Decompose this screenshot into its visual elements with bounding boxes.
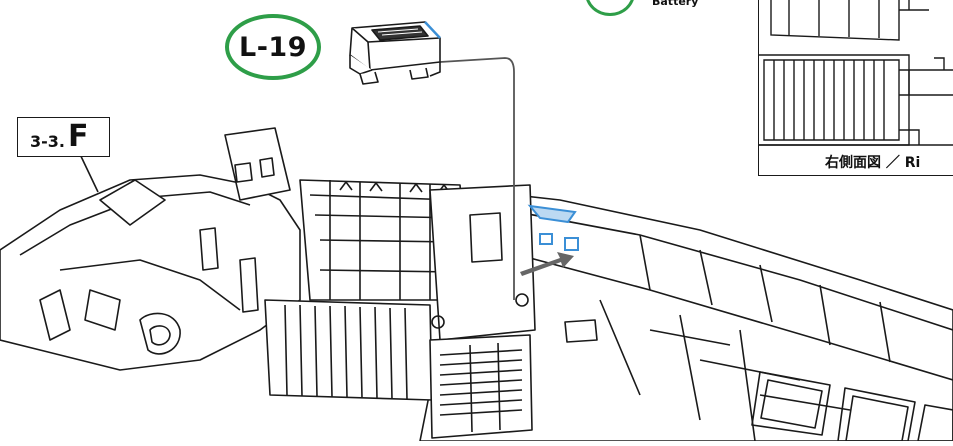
battery-label: Battery <box>652 0 699 8</box>
inset-drawing <box>759 0 953 146</box>
chassis-outline <box>0 127 953 442</box>
section-reference-box: 3-3. F <box>17 117 110 157</box>
right-side-view-inset: 右側面図 ／ Ri <box>758 0 953 176</box>
part-l19-box <box>349 21 441 85</box>
inset-caption: 右側面図 ／ Ri <box>825 155 921 171</box>
section-reference-prefix: 3-3. <box>30 132 65 151</box>
section-leader <box>77 149 99 193</box>
wire-lead <box>439 57 515 300</box>
highlighted-part <box>527 204 579 251</box>
part-callout-oval: L-19 <box>225 14 321 80</box>
install-arrow <box>520 252 574 276</box>
section-reference-letter: F <box>67 119 89 154</box>
part-callout-label: L-19 <box>239 31 307 63</box>
